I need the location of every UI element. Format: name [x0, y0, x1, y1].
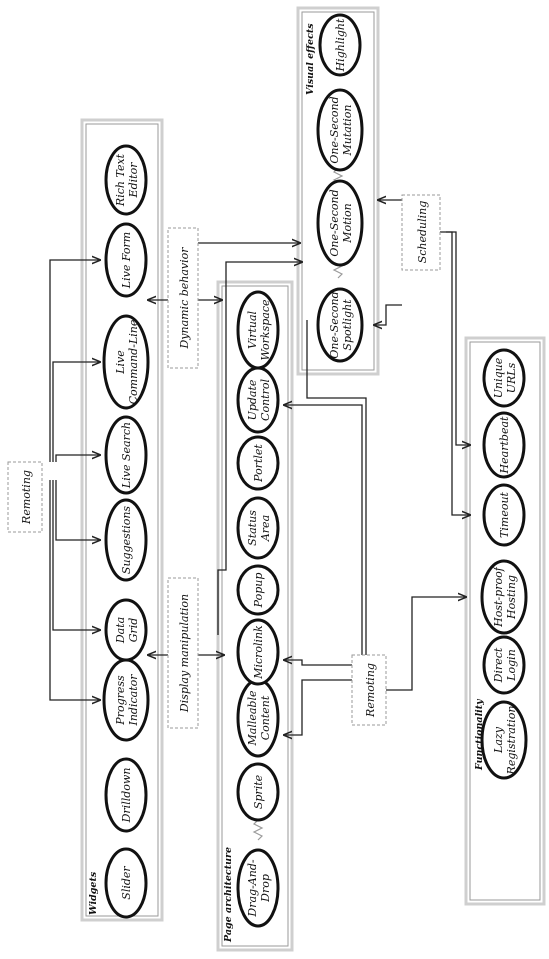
- svg-text:Host-proofHosting: Host-proofHosting: [492, 565, 518, 628]
- svg-text:Timeout: Timeout: [498, 491, 511, 538]
- svg-text:Heartbeat: Heartbeat: [498, 416, 511, 474]
- svg-text:Live Search: Live Search: [120, 422, 133, 489]
- node-update-control: UpdateControl: [236, 366, 280, 434]
- svg-text:DirectLogin: DirectLogin: [492, 647, 518, 683]
- svg-text:Suggestions: Suggestions: [120, 506, 133, 575]
- svg-text:One-SecondSpotlight: One-SecondSpotlight: [328, 291, 354, 358]
- node-drag-and-drop: Drag-And-Drop: [236, 848, 280, 928]
- svg-text:Drag-And-Drop: Drag-And-Drop: [246, 859, 272, 917]
- node-popup: Popup: [236, 564, 280, 616]
- svg-text:LiveCommand-Line: LiveCommand-Line: [114, 319, 140, 404]
- node-live-form: Live Form: [104, 222, 148, 298]
- svg-text:Highlight: Highlight: [334, 18, 347, 72]
- svg-text:DataGrid: DataGrid: [114, 617, 140, 644]
- node-lazy-registration: LazyRegistration: [480, 700, 528, 780]
- node-sprite: Sprite: [236, 762, 280, 822]
- panel-functionality: [464, 336, 546, 906]
- category-remoting-center: Remoting: [351, 654, 387, 726]
- node-malleable-content: MalleableContent: [236, 678, 280, 758]
- svg-text:UpdateControl: UpdateControl: [246, 379, 272, 421]
- node-status-area: StatusArea: [236, 496, 280, 560]
- node-rich-text-editor: Rich TextEditor: [104, 144, 148, 216]
- svg-text:One-SecondMutation: One-SecondMutation: [328, 96, 354, 163]
- category-dynamic-behavior: Dynamic behavior: [167, 227, 199, 369]
- node-one-second-motion: One-SecondMotion: [316, 179, 364, 267]
- node-slider: Slider: [104, 847, 148, 919]
- node-portlet: Portlet: [236, 435, 280, 491]
- svg-text:UniqueURLs: UniqueURLs: [492, 357, 518, 398]
- node-heartbeat: Heartbeat: [482, 411, 526, 479]
- node-data-grid: DataGrid: [104, 598, 148, 662]
- svg-text:MalleableContent: MalleableContent: [246, 690, 272, 746]
- panel-title-page-architecture: Page architecture: [223, 847, 234, 943]
- svg-text:Drilldown: Drilldown: [120, 768, 133, 824]
- node-virtual-workspace: VirtualWorkspace: [236, 290, 280, 370]
- panel-title-visual-effects: Visual effects: [305, 23, 316, 95]
- panel-visual-effects: [296, 6, 380, 376]
- svg-text:ProgressIndicator: ProgressIndicator: [114, 674, 140, 727]
- connectors: [49, 200, 470, 735]
- node-progress-indicator: ProgressIndicator: [102, 658, 150, 742]
- node-microlink: Microlink: [236, 618, 280, 686]
- panel-title-functionality: Functionality: [474, 698, 485, 771]
- node-suggestions: Suggestions: [104, 498, 148, 582]
- node-live-search: Live Search: [104, 415, 148, 495]
- node-direct-login: DirectLogin: [482, 635, 526, 695]
- svg-text:Display manipulation: Display manipulation: [178, 594, 191, 713]
- node-live-command-line: LiveCommand-Line: [102, 314, 150, 410]
- panel-title-widgets: Widgets: [88, 871, 99, 915]
- svg-text:Popup: Popup: [252, 573, 265, 609]
- svg-text:Rich TextEditor: Rich TextEditor: [114, 153, 140, 207]
- svg-text:Portlet: Portlet: [252, 444, 265, 483]
- node-drilldown: Drilldown: [104, 757, 148, 833]
- category-remoting-left: Remoting: [7, 461, 43, 533]
- svg-text:Remoting: Remoting: [364, 663, 377, 718]
- svg-text:Remoting: Remoting: [20, 470, 33, 525]
- svg-text:VirtualWorkspace: VirtualWorkspace: [246, 299, 272, 361]
- svg-text:Scheduling: Scheduling: [416, 201, 429, 264]
- node-one-second-spotlight: One-SecondSpotlight: [316, 287, 364, 363]
- svg-text:Slider: Slider: [120, 866, 133, 900]
- node-host-proof-hosting: Host-proofHosting: [480, 559, 528, 635]
- node-highlight: Highlight: [318, 13, 362, 77]
- svg-text:One-SecondMotion: One-SecondMotion: [328, 189, 354, 256]
- category-display-manipulation: Display manipulation: [167, 577, 199, 729]
- node-timeout: Timeout: [482, 483, 526, 547]
- category-scheduling: Scheduling: [401, 194, 441, 271]
- node-one-second-mutation: One-SecondMutation: [316, 88, 364, 172]
- svg-text:Microlink: Microlink: [252, 625, 265, 680]
- svg-text:Dynamic behavior: Dynamic behavior: [178, 247, 191, 350]
- svg-text:LazyRegistration: LazyRegistration: [492, 706, 518, 776]
- svg-text:Live Form: Live Form: [120, 232, 133, 289]
- svg-text:Sprite: Sprite: [252, 774, 265, 809]
- node-unique-urls: UniqueURLs: [482, 348, 526, 408]
- svg-text:StatusArea: StatusArea: [246, 510, 272, 546]
